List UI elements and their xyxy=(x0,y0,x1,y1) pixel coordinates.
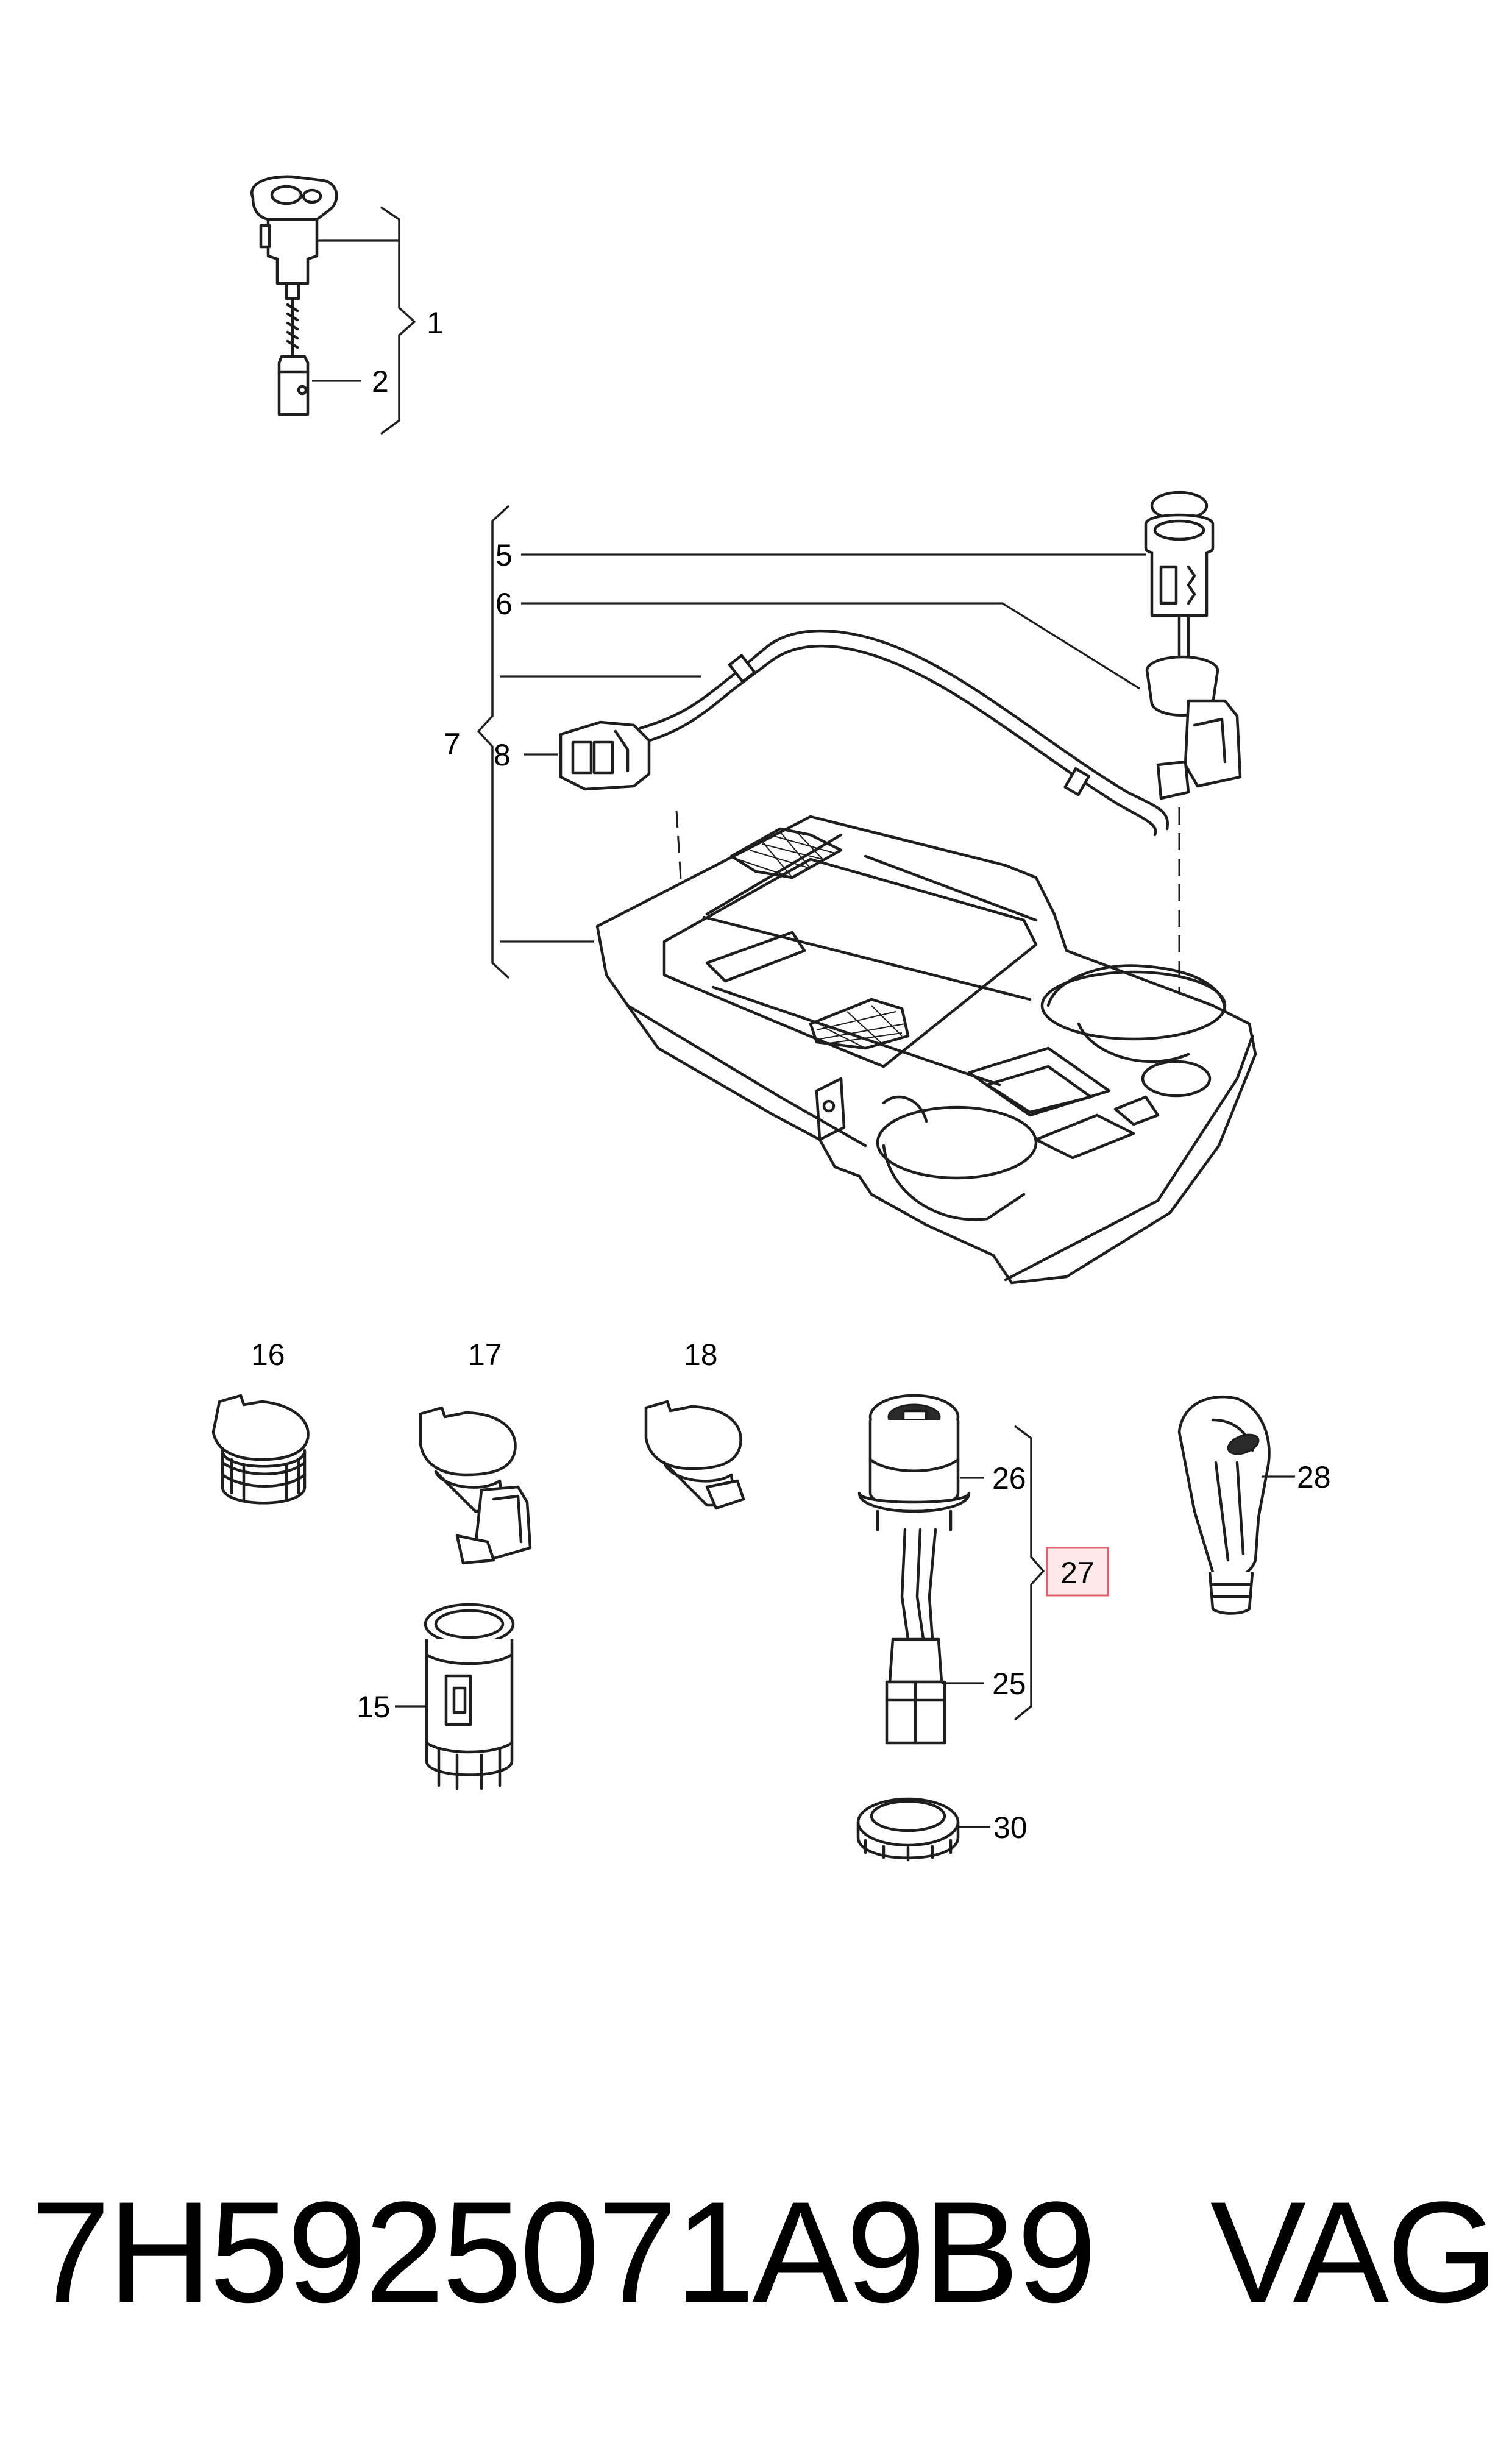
part-2-connector xyxy=(277,355,310,416)
callout-25: 25 xyxy=(992,1667,1026,1701)
part-number-text: 7H5925071A9B9 xyxy=(30,2172,1097,2333)
part-number-footer: 7H5925071A9B9 VAG xyxy=(30,2169,1499,2333)
part-5-socket xyxy=(1144,491,1242,800)
cup-holder-tray xyxy=(595,815,1257,1285)
callout-6: 6 xyxy=(495,587,513,621)
part-16-cap xyxy=(211,1394,310,1505)
brand-text: VAG xyxy=(1210,2172,1499,2333)
part-6-cable-harness xyxy=(638,629,1169,837)
part-15-socket-body xyxy=(424,1603,515,1790)
callout-1: 1 xyxy=(427,306,444,340)
part-18-cap-bracket xyxy=(644,1400,745,1510)
part-1-socket-assembly xyxy=(250,175,338,358)
callout-2: 2 xyxy=(372,364,389,399)
brace-1 xyxy=(380,206,416,435)
callout-5: 5 xyxy=(495,538,513,572)
callout-16: 16 xyxy=(251,1338,285,1372)
callout-27: 27 xyxy=(1060,1556,1095,1590)
part-17-cap-bracket xyxy=(419,1406,532,1565)
callout-17: 17 xyxy=(468,1338,502,1372)
brace-7 xyxy=(477,505,510,979)
callout-26: 26 xyxy=(992,1461,1026,1495)
callout-28: 28 xyxy=(1297,1460,1331,1494)
callout-30: 30 xyxy=(993,1811,1028,1845)
callout-15: 15 xyxy=(357,1690,391,1724)
part-25-harness xyxy=(885,1528,946,1745)
brace-27 xyxy=(1013,1425,1045,1721)
part-30-ring-nut xyxy=(856,1797,960,1862)
callout-18: 18 xyxy=(684,1338,718,1372)
part-26-socket xyxy=(857,1394,971,1531)
callout-27-highlight xyxy=(1046,1547,1109,1597)
callout-7: 7 xyxy=(444,727,461,761)
leader-6 xyxy=(521,602,1140,690)
callout-8: 8 xyxy=(494,738,511,772)
part-8-plug xyxy=(559,720,651,791)
part-28-knob xyxy=(1177,1395,1271,1615)
